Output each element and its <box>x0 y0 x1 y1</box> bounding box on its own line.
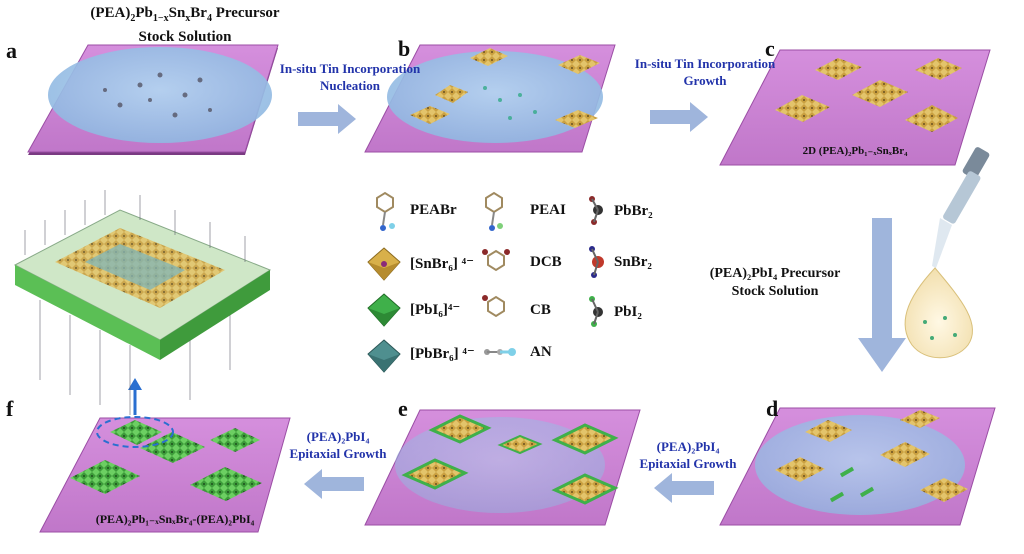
legend-pbi6-label: [PbI₆]⁴⁻ <box>410 302 461 318</box>
panel-label-f: f <box>6 396 14 421</box>
pbbr6-octahedron-icon <box>367 339 401 373</box>
solution-droplet-a <box>48 47 272 143</box>
dcb-molecule-icon <box>482 249 510 272</box>
legend-pbbr2-label: PbBr₂ <box>614 203 653 219</box>
arrow-e-to-f <box>304 469 364 499</box>
substrate-e <box>364 409 641 526</box>
panel-label-c: c <box>765 36 775 61</box>
peabr-molecule-icon <box>376 191 395 231</box>
precursor-droplet <box>904 267 974 359</box>
panel-label-d: d <box>766 396 779 421</box>
pbi6-octahedron-icon <box>367 293 401 327</box>
caption-heterostructure: (PEA)₂Pb₁₋ₓSnₓBr₄-(PEA)₂PbI₄ <box>95 512 255 526</box>
pbbr2-molecule-icon <box>589 196 603 225</box>
selection-ellipse <box>96 416 174 448</box>
substrate-c <box>719 49 991 166</box>
legend-an-label: AN <box>530 344 552 360</box>
arrow-d-to-e <box>654 473 714 503</box>
an-molecule-icon <box>484 348 516 356</box>
pbi2-molecule-icon <box>589 296 603 327</box>
legend-icons <box>367 191 604 373</box>
nuclei-b <box>410 48 600 128</box>
snbr6-octahedron-icon <box>367 247 401 281</box>
pipette-icon <box>932 147 990 268</box>
peai-molecule-icon <box>485 191 503 231</box>
precursor-title: (PEA)2Pb1−xSnxBr4 Precursor Stock Soluti… <box>90 5 280 45</box>
substrate-b <box>364 44 616 153</box>
legend-cb-label: CB <box>530 302 551 318</box>
cb-molecule-icon <box>482 295 505 318</box>
legend-dcb-label: DCB <box>530 254 562 270</box>
legend-peai-label: PEAI <box>530 202 566 218</box>
panel-label-b: b <box>398 36 411 61</box>
caption-2d-perovskite: 2D (PEA)₂Pb₁₋ₓSnₓBr₄ <box>802 145 908 157</box>
legend-peabr-label: PEABr <box>410 202 457 218</box>
legend-snbr2-label: SnBr₂ <box>614 254 652 270</box>
legend-pbi2-label: PbI₂ <box>614 304 642 320</box>
substrate-d <box>719 407 996 526</box>
panel-label-e: e <box>398 396 408 421</box>
substrate-f <box>39 378 291 533</box>
solution-droplet-b <box>387 51 603 143</box>
arrow-c-to-d <box>858 218 906 372</box>
snbr2-molecule-icon <box>589 246 604 278</box>
substrate-a <box>27 44 279 155</box>
legend-snbr6-label: [SnBr₆] ⁴⁻ <box>410 256 474 272</box>
arrow-b-to-c <box>650 102 708 132</box>
arrow-a-to-b <box>298 104 356 134</box>
legend-pbbr6-label: [PbBr₆] ⁴⁻ <box>410 346 475 362</box>
panel-label-a: a <box>6 38 17 63</box>
heterostructure-lattice <box>13 190 272 415</box>
